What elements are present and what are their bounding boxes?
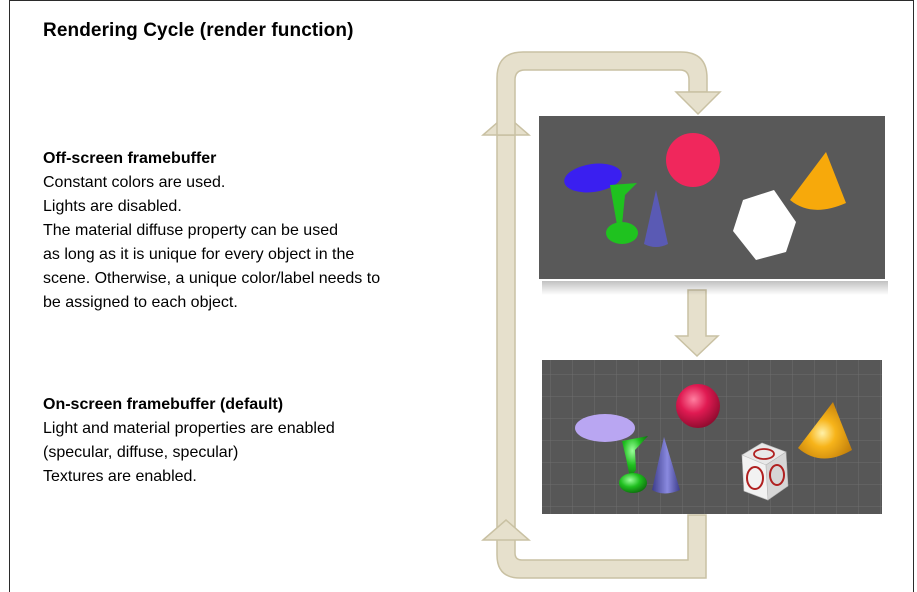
flag-object — [610, 183, 637, 225]
sphere-object — [676, 384, 720, 428]
ellipse-object — [564, 163, 622, 193]
slide-frame — [9, 0, 914, 592]
flag-base-object — [606, 222, 638, 244]
offscreen-line: scene. Otherwise, a unique color/label n… — [43, 270, 381, 287]
sphere-object — [666, 133, 720, 187]
offscreen-line: as long as it is unique for every object… — [43, 246, 355, 263]
slide-title: Rendering Cycle (render function) — [43, 20, 354, 41]
offscreen-heading: Off-screen framebuffer — [43, 150, 217, 167]
flag-object — [622, 436, 648, 478]
offscreen-description: Off-screen framebuffer Constant colors a… — [43, 147, 380, 315]
down-arrow-icon — [674, 289, 720, 358]
onscreen-framebuffer-panel — [542, 360, 882, 514]
onscreen-heading: On-screen framebuffer (default) — [43, 396, 284, 413]
onscreen-line: Light and material properties are enable… — [43, 420, 335, 437]
offscreen-line: be assigned to each object. — [43, 294, 238, 311]
onscreen-line: (specular, diffuse, specular) — [43, 444, 239, 461]
cone-object — [790, 152, 846, 210]
flag-base-object — [619, 473, 647, 493]
cone-object — [652, 437, 680, 494]
offscreen-line: The material diffuse property can be use… — [43, 222, 338, 239]
hexagon-object — [733, 190, 796, 260]
offscreen-line: Lights are disabled. — [43, 198, 182, 215]
cone-object — [798, 402, 852, 459]
cycle-arrow-icon — [480, 519, 532, 541]
offscreen-line: Constant colors are used. — [43, 174, 226, 191]
textured-cube-object — [741, 442, 789, 501]
cycle-arrow-icon — [480, 51, 722, 579]
cone-object — [644, 190, 668, 247]
onscreen-description: On-screen framebuffer (default) Light an… — [43, 393, 335, 489]
ellipse-object — [575, 414, 635, 442]
onscreen-line: Textures are enabled. — [43, 468, 197, 485]
offscreen-framebuffer-panel — [539, 116, 888, 295]
